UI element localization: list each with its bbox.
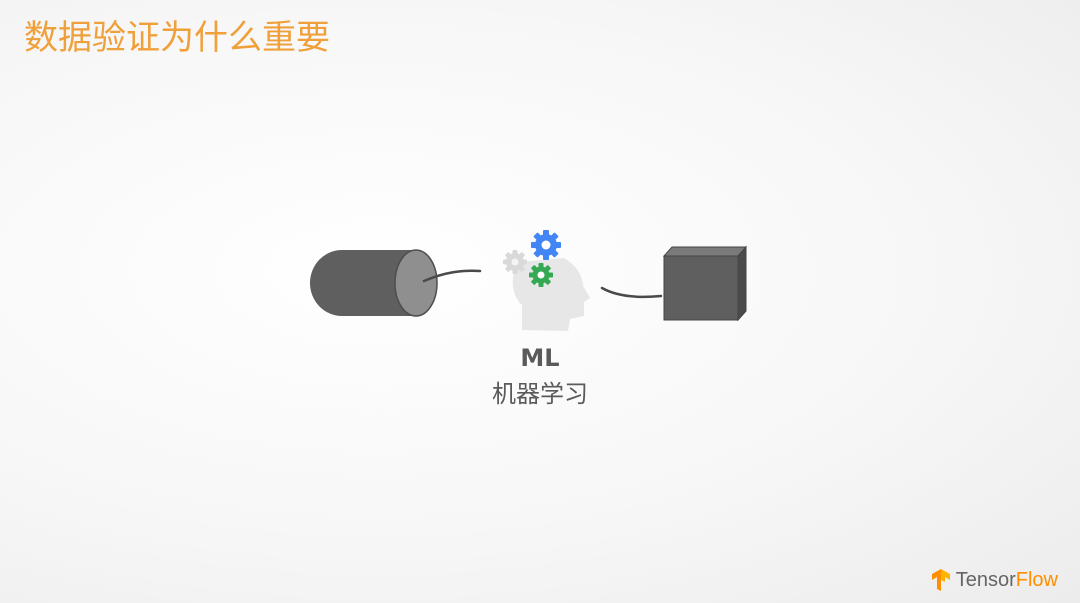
green-gear-icon: [529, 263, 553, 287]
database-cylinder-icon: [310, 249, 438, 317]
left-connector: [422, 269, 482, 283]
slide-title: 数据验证为什么重要: [24, 18, 330, 58]
ml-label: ML: [520, 344, 560, 372]
ml-sublabel: 机器学习: [492, 380, 588, 408]
right-connector: [600, 286, 663, 299]
head-with-gears-icon: [503, 230, 590, 331]
brand-name: TensorFlow: [956, 569, 1058, 592]
brand-name-part1: Tensor: [955, 568, 1016, 591]
blue-gear-icon: [531, 230, 561, 260]
tensorflow-logo-icon: [931, 569, 950, 591]
tensorflow-brand: TensorFlow: [930, 565, 1058, 595]
gray-gear-icon: [503, 250, 527, 274]
model-box-icon: [662, 245, 748, 322]
brand-name-part2: Flow: [1015, 568, 1058, 591]
